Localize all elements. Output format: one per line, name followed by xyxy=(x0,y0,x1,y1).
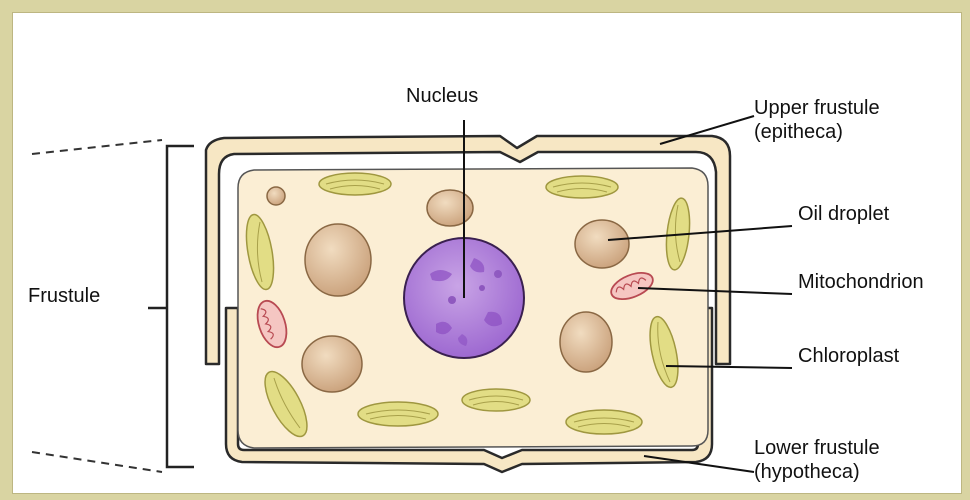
oil-droplet xyxy=(305,224,371,296)
chloroplast xyxy=(358,402,438,426)
upper-dashed-guide xyxy=(32,140,162,154)
lower-dashed-guide xyxy=(32,452,162,472)
nucleus-label: Nucleus xyxy=(406,84,478,108)
oil-droplet xyxy=(302,336,362,392)
oil-droplet-label: Oil droplet xyxy=(798,202,889,226)
diatom-cell-diagram xyxy=(12,12,970,500)
frustule-bracket xyxy=(167,146,194,467)
oil-droplet xyxy=(575,220,629,268)
chloroplast xyxy=(566,410,642,434)
upper-frustule-sublabel: (epitheca) xyxy=(754,120,843,144)
chloroplast-label: Chloroplast xyxy=(798,344,899,368)
small-oil-droplet xyxy=(267,187,285,205)
lower-frustule-sublabel: (hypotheca) xyxy=(754,460,860,484)
chloroplast xyxy=(319,173,391,195)
upper-frustule-label: Upper frustule xyxy=(754,96,880,120)
chloroplast xyxy=(546,176,618,198)
chloroplast xyxy=(462,389,530,411)
oil-droplet xyxy=(427,190,473,226)
lower-frustule-label: Lower frustule xyxy=(754,436,880,460)
frustule-label: Frustule xyxy=(28,284,100,308)
oil-droplet xyxy=(560,312,612,372)
mitochondrion-label: Mitochondrion xyxy=(798,270,924,294)
